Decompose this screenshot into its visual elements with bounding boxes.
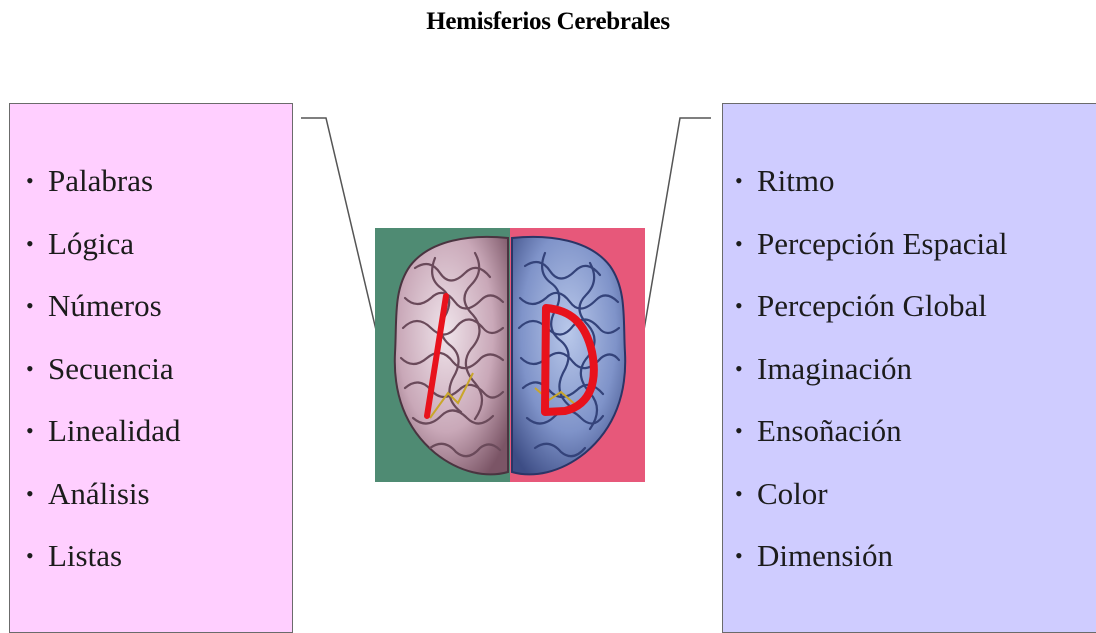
left-connector-line <box>301 117 377 331</box>
bullet-icon: • <box>735 230 743 256</box>
bullet-icon: • <box>26 480 34 506</box>
list-item: •Secuencia <box>26 344 181 407</box>
list-item: •Lógica <box>26 219 181 282</box>
right-connector-line <box>643 117 711 331</box>
letter-i-mark <box>424 293 449 419</box>
list-item: •Percepción Espacial <box>735 219 1007 282</box>
bullet-icon: • <box>735 293 743 318</box>
list-item: •Ensoñación <box>735 406 1007 469</box>
bullet-icon: • <box>26 168 34 193</box>
bullet-icon: • <box>26 543 34 568</box>
list-item: •Palabras <box>26 156 181 219</box>
list-item: •Análisis <box>26 469 181 532</box>
list-item: •Percepción Global <box>735 281 1007 344</box>
letter-d-mark <box>541 304 598 416</box>
left-hemisphere-panel: •Palabras •Lógica •Números •Secuencia •L… <box>9 103 293 633</box>
bullet-icon: • <box>735 480 743 506</box>
bullet-icon: • <box>735 543 743 568</box>
right-hemisphere-list: •Ritmo •Percepción Espacial •Percepción … <box>735 156 1007 594</box>
bullet-icon: • <box>735 355 743 381</box>
bullet-icon: • <box>26 355 34 381</box>
bullet-icon: • <box>735 418 743 443</box>
connector-lines <box>301 117 711 331</box>
list-item: •Ritmo <box>735 156 1007 219</box>
bullet-icon: • <box>26 418 34 443</box>
list-item: •Números <box>26 281 181 344</box>
bullet-icon: • <box>735 168 743 193</box>
left-hemisphere-list: •Palabras •Lógica •Números •Secuencia •L… <box>26 156 181 594</box>
bullet-icon: • <box>26 230 34 256</box>
bullet-icon: • <box>26 293 34 318</box>
list-item: •Listas <box>26 531 181 594</box>
left-hemisphere <box>393 235 509 476</box>
list-item: •Color <box>735 469 1007 532</box>
brain-image <box>375 228 645 482</box>
list-item: •Imaginación <box>735 344 1007 407</box>
list-item: •Linealidad <box>26 406 181 469</box>
list-item: •Dimensión <box>735 531 1007 594</box>
sulcus-left <box>429 372 474 419</box>
right-hemisphere-panel: •Ritmo •Percepción Espacial •Percepción … <box>722 103 1096 633</box>
diagram-title: Hemisferios Cerebrales <box>426 8 670 35</box>
